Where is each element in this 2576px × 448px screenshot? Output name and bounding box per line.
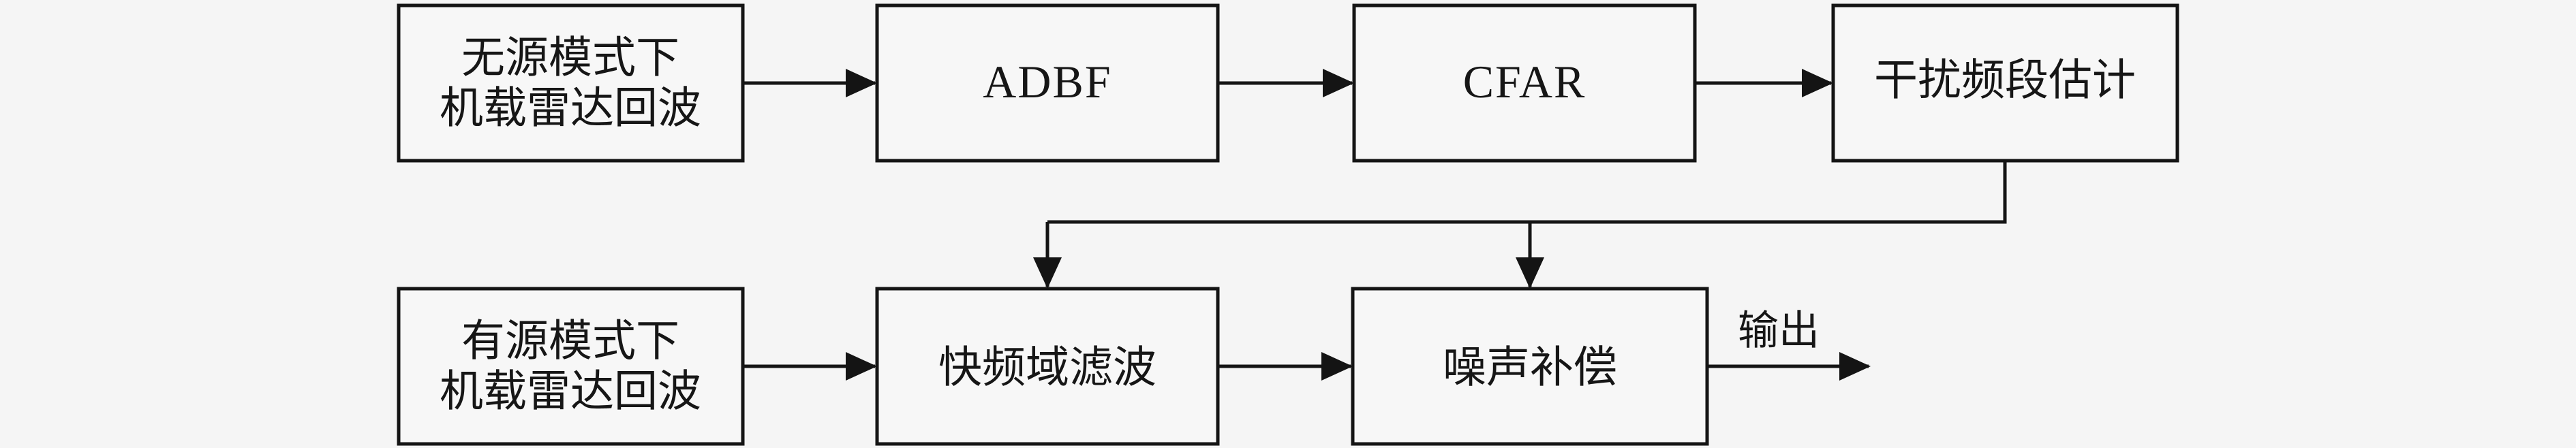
- box-passive-radar-echo-frame: [397, 3, 745, 163]
- box-adbf-frame: [875, 3, 1220, 163]
- box-active-radar-echo-label-line2: 机载雷达回波: [440, 368, 701, 416]
- box-cfar-label: CFAR: [1463, 56, 1586, 108]
- box-interference-band-estimation: 干扰频段估计: [1831, 3, 2179, 163]
- box-active-radar-echo: 有源模式下 机载雷达回波: [397, 287, 745, 446]
- connector-interference-feedback: [1047, 161, 2007, 224]
- box-passive-radar-echo-label-line1: 无源模式下: [461, 34, 679, 82]
- box-fast-frequency-domain-filtering: 快频域滤波: [875, 287, 1220, 446]
- box-fast-frequency-domain-filtering-label: 快频域滤波: [938, 344, 1156, 392]
- box-passive-radar-echo-label-line2: 机载雷达回波: [440, 84, 701, 133]
- box-cfar-frame: [1352, 3, 1697, 163]
- box-passive-radar-echo: 无源模式下 机载雷达回波: [397, 3, 745, 163]
- box-fast-frequency-domain-filtering-frame: [875, 287, 1220, 446]
- box-adbf-label: ADBF: [983, 56, 1111, 108]
- box-active-radar-echo-label-line1: 有源模式下: [461, 317, 679, 366]
- box-interference-band-estimation-frame: [1831, 3, 2179, 163]
- box-interference-band-estimation-label: 干扰频段估计: [1874, 57, 2136, 105]
- output-label: 输出: [1738, 308, 1820, 353]
- box-noise-compensation-label: 噪声补偿: [1443, 344, 1617, 392]
- box-noise-compensation-frame: [1351, 287, 1709, 446]
- box-adbf: ADBF: [875, 3, 1220, 163]
- box-noise-compensation: 噪声补偿: [1351, 287, 1709, 446]
- box-active-radar-echo-frame: [397, 287, 745, 446]
- box-cfar: CFAR: [1352, 3, 1697, 163]
